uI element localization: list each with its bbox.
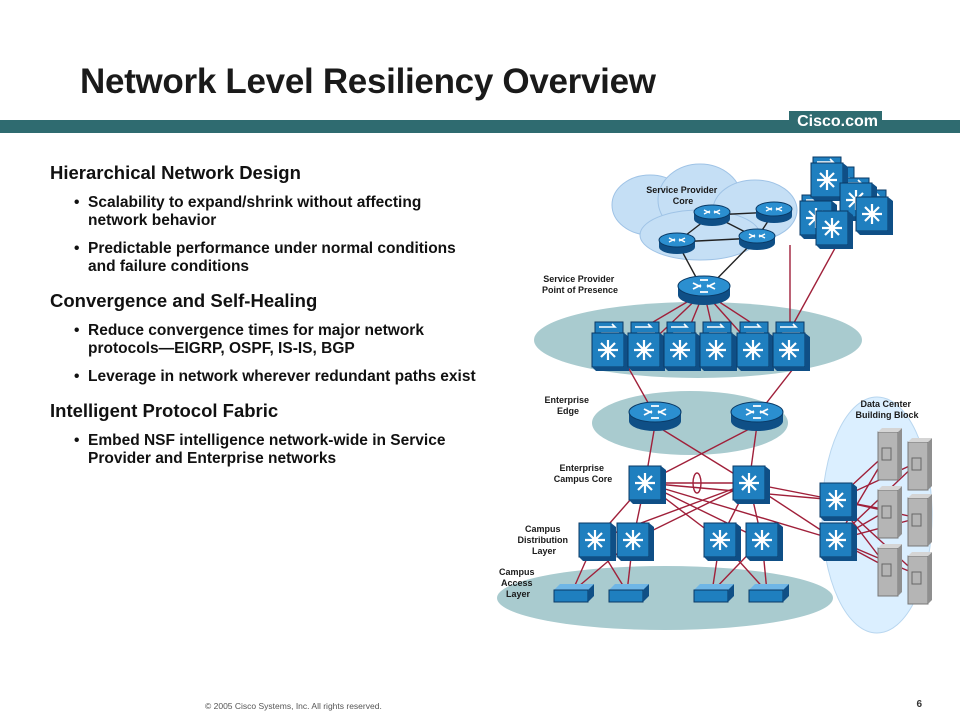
pop-switch <box>771 331 812 373</box>
server <box>877 427 903 481</box>
server <box>877 485 903 539</box>
edge-router <box>628 401 682 432</box>
section-heading: Convergence and Self-Healing <box>50 290 318 311</box>
core-switch <box>627 464 668 506</box>
distribution-switch <box>744 521 785 563</box>
brand-logo: Cisco.com <box>789 111 882 133</box>
bullet-item: Leverage in network wherever redundant p… <box>72 368 480 386</box>
pop-router <box>677 275 731 306</box>
page-title: Network Level Resiliency Overview <box>80 62 656 101</box>
core-switch <box>731 464 772 506</box>
bullet-content: Hierarchical Network Design Scalability … <box>50 162 480 478</box>
pop-switch <box>735 331 776 373</box>
access-switch <box>693 583 735 603</box>
network-diagram: Service Provider Core Service Provider P… <box>497 156 933 634</box>
section-heading: Intelligent Protocol Fabric <box>50 400 279 421</box>
sp-core-router <box>658 232 696 255</box>
sp-customer-switch <box>814 209 855 251</box>
bullet-item: Predictable performance under normal con… <box>72 240 480 276</box>
distribution-switch <box>577 521 618 563</box>
access-switch <box>553 583 595 603</box>
label-enterprise-edge: Enterprise Edge <box>544 395 591 416</box>
server <box>907 437 933 491</box>
header-band <box>0 120 960 133</box>
label-sp-pop: Service Provider Point of Presence <box>542 274 618 295</box>
label-sp-core: Service Provider Core <box>646 185 720 206</box>
section-heading: Hierarchical Network Design <box>50 162 301 183</box>
page-number: 6 <box>916 699 922 710</box>
sp-core-router <box>738 228 776 251</box>
label-enterprise-core: Enterprise Campus Core <box>554 463 613 484</box>
label-distribution: Campus Distribution Layer <box>517 524 570 556</box>
sp-core-router <box>755 201 793 224</box>
pop-switch <box>590 331 631 373</box>
bullet-item: Scalability to expand/shrink without aff… <box>72 194 480 230</box>
sp-core-router <box>693 204 731 227</box>
copyright: © 2005 Cisco Systems, Inc. All rights re… <box>205 701 382 711</box>
distribution-switch <box>702 521 743 563</box>
distribution-switch <box>615 521 656 563</box>
access-switch <box>748 583 790 603</box>
pop-switch <box>662 331 703 373</box>
bullet-item: Embed NSF intelligence network-wide in S… <box>72 432 480 468</box>
bullet-item: Reduce convergence times for major netwo… <box>72 322 480 358</box>
sp-customer-switch <box>854 195 895 237</box>
dc-switch <box>818 481 859 523</box>
dc-switch <box>818 521 859 563</box>
server <box>907 493 933 547</box>
access-switch <box>608 583 650 603</box>
label-access: Campus Access Layer <box>499 567 537 599</box>
pop-switch <box>626 331 667 373</box>
cloud <box>611 163 798 261</box>
access-ellipse <box>497 566 833 630</box>
server <box>907 551 933 605</box>
label-data-center: Data Center Building Block <box>856 399 920 420</box>
server <box>877 543 903 597</box>
edge-router <box>730 401 784 432</box>
pop-switch <box>698 331 739 373</box>
